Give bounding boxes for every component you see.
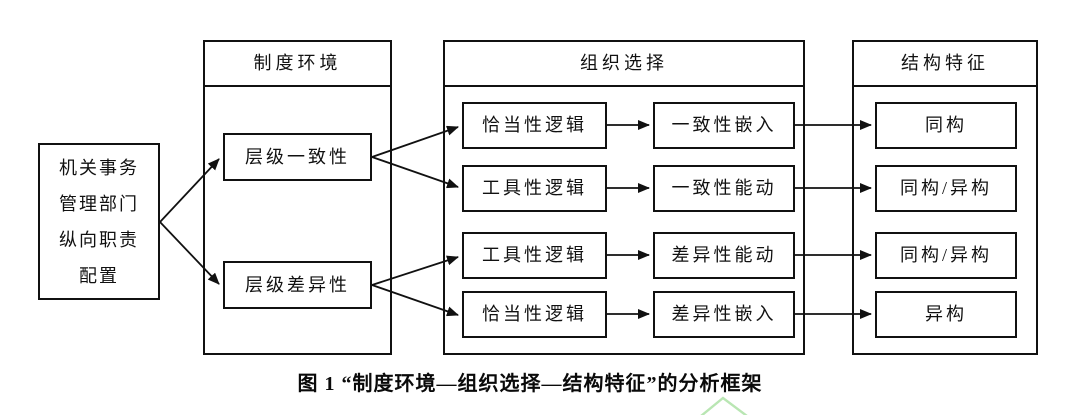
arrow-difference-to-logic3: [371, 255, 459, 286]
organization-logic-4: 恰当性逻辑: [462, 291, 607, 338]
structure-item-3: 同构/异构: [875, 232, 1017, 279]
organization-result-2: 一致性能动: [653, 165, 795, 212]
arrow-consistency-to-logic1: [371, 125, 459, 158]
structure-header: 结构特征: [854, 42, 1036, 87]
structure-item-4: 异构: [875, 291, 1017, 338]
organization-logic-1: 恰当性逻辑: [462, 102, 607, 149]
institution-item-difference: 层级差异性: [223, 261, 372, 309]
watermark-chevron: [700, 396, 748, 415]
structure-item-2: 同构/异构: [875, 165, 1017, 212]
institution-container: 制度环境: [203, 40, 392, 355]
organization-container: 组织选择: [443, 40, 805, 355]
arrow-consistency-to-logic2: [371, 156, 459, 189]
source-box-line: 机关事务: [59, 157, 139, 178]
arrow-difference-to-logic4: [371, 284, 459, 317]
organization-header: 组织选择: [445, 42, 803, 87]
source-box-line: 配置: [79, 265, 119, 286]
arrow-source-to-consistency: [159, 158, 220, 223]
organization-logic-3: 工具性逻辑: [462, 232, 607, 279]
arrow-source-to-difference: [159, 221, 220, 285]
figure-caption: 图 1 “制度环境—组织选择—结构特征”的分析框架: [297, 373, 763, 395]
source-box: 机关事务 管理部门 纵向职责 配置: [38, 143, 160, 300]
structure-container: 结构特征: [852, 40, 1038, 355]
organization-result-4: 差异性嵌入: [653, 291, 795, 338]
structure-item-1: 同构: [875, 102, 1017, 149]
source-box-line: 管理部门: [59, 193, 139, 214]
source-box-line: 纵向职责: [59, 229, 139, 250]
institution-header: 制度环境: [205, 42, 390, 87]
organization-result-3: 差异性能动: [653, 232, 795, 279]
organization-logic-2: 工具性逻辑: [462, 165, 607, 212]
organization-result-1: 一致性嵌入: [653, 102, 795, 149]
institution-item-consistency: 层级一致性: [223, 133, 372, 181]
